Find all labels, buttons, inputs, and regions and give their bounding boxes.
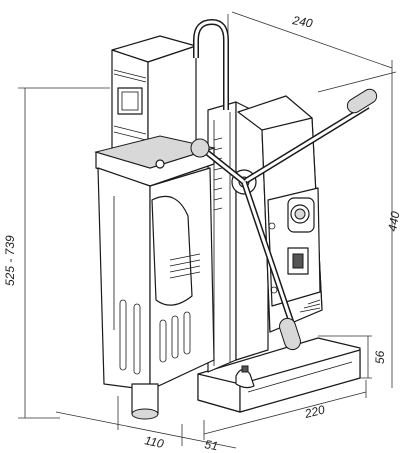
dim-front-offset: 110 xyxy=(143,433,165,451)
dim-depth-top: 240 xyxy=(290,13,313,30)
column-housing xyxy=(207,101,269,373)
dim-base-height: 56 xyxy=(373,350,387,364)
dim-height-range: 525 - 739 xyxy=(3,235,17,286)
dim-base-width: 220 xyxy=(302,402,326,421)
dim-right-height: 440 xyxy=(385,210,400,232)
feed-handle xyxy=(190,88,378,351)
motor-head xyxy=(94,35,216,187)
drill-guard xyxy=(97,167,215,420)
magnetic-base xyxy=(197,337,361,413)
dim-front-width: 51 xyxy=(203,437,219,453)
carry-handle xyxy=(193,19,229,110)
dimension-lines xyxy=(18,11,397,449)
